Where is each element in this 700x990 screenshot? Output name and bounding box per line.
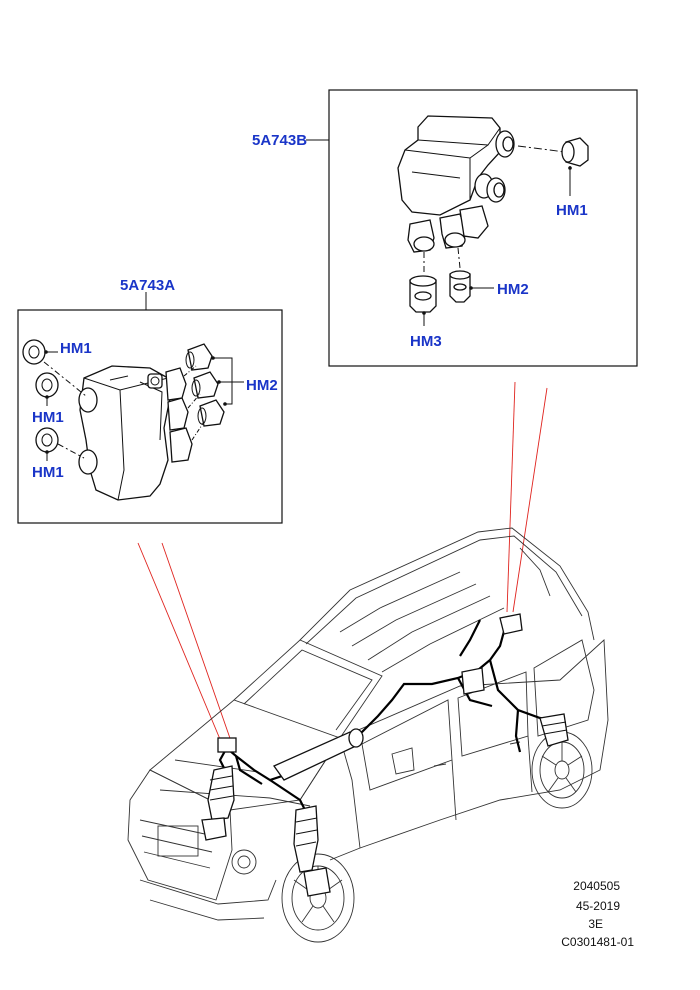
front-air-spring-left <box>201 765 235 841</box>
callout-5a743b[interactable]: 5A743B <box>252 132 307 149</box>
callout-hm2-a[interactable]: HM2 <box>246 377 278 394</box>
front-air-spring-right <box>293 805 331 897</box>
callout-hm1-a3[interactable]: HM1 <box>32 464 64 481</box>
ref-line-1: 2040505 <box>573 879 620 893</box>
hm1-plug-a3 <box>35 427 59 453</box>
valve-block-b <box>397 115 515 253</box>
hm1-plug-a2 <box>35 372 59 398</box>
hm2-plug-a2 <box>191 371 219 399</box>
hm2-plug-a1 <box>185 343 213 371</box>
rear-air-spring <box>539 713 569 747</box>
leader-lines <box>137 381 548 745</box>
air-reservoir <box>273 728 364 781</box>
hm1-plug-b <box>561 137 589 167</box>
hm2-cap-b <box>449 270 471 303</box>
callout-hm1-a2[interactable]: HM1 <box>32 409 64 426</box>
valve-block-a <box>78 365 193 501</box>
front-valve-block <box>217 737 237 753</box>
hm2-plug-a3 <box>197 399 225 427</box>
hm1-plug-a1 <box>22 339 46 365</box>
rear-valve-block <box>499 613 523 635</box>
vehicle-outline <box>127 527 609 943</box>
detail-box-5a743a: 5A743A HM1 <box>17 277 283 524</box>
front-wheel <box>281 853 355 943</box>
callout-5a743a[interactable]: 5A743A <box>120 277 175 294</box>
callout-hm3[interactable]: HM3 <box>410 333 442 350</box>
ref-line-3: 3E <box>588 917 603 931</box>
detail-box-5a743b: 5A743B HM <box>252 89 638 367</box>
callout-hm1-b[interactable]: HM1 <box>556 202 588 219</box>
air-suspension-harness <box>201 613 569 897</box>
compressor <box>461 667 485 695</box>
ref-line-4: C0301481-01 <box>561 935 634 949</box>
ref-line-2: 45-2019 <box>576 899 620 913</box>
callout-hm2-b[interactable]: HM2 <box>497 281 529 298</box>
rear-wheel <box>531 731 593 809</box>
callout-hm1-a1[interactable]: HM1 <box>60 340 92 357</box>
hm3-cap <box>409 275 437 313</box>
reference-block: 2040505 45-2019 3E C0301481-01 <box>561 879 634 949</box>
